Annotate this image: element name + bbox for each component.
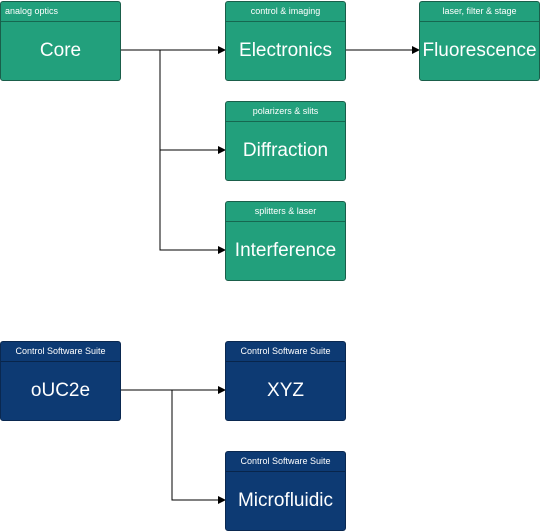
- edge-core-interference: [159, 150, 226, 254]
- node-fluorescence[interactable]: laser, filter & stage Fluorescence: [419, 1, 540, 81]
- node-ouc2e-header: Control Software Suite: [1, 342, 120, 362]
- node-diffraction-title: Diffraction: [242, 140, 329, 161]
- edge-core-diffraction: [159, 50, 226, 154]
- node-core[interactable]: analog optics Core: [0, 1, 121, 81]
- node-diffraction[interactable]: polarizers & slits Diffraction: [225, 101, 346, 181]
- edge-ouc2e-microfluidic: [171, 390, 226, 504]
- node-core-header: analog optics: [1, 2, 120, 22]
- node-fluorescence-title: Fluorescence: [422, 40, 537, 61]
- node-xyz-header: Control Software Suite: [226, 342, 345, 362]
- node-interference[interactable]: splitters & laser Interference: [225, 201, 346, 281]
- node-microfluidic-title: Microfluidic: [237, 490, 334, 511]
- node-xyz-title: XYZ: [267, 380, 304, 401]
- node-ouc2e-title: oUC2e: [30, 380, 91, 401]
- node-ouc2e[interactable]: Control Software Suite oUC2e: [0, 341, 121, 421]
- node-electronics[interactable]: control & imaging Electronics: [225, 1, 346, 81]
- node-electronics-header: control & imaging: [226, 2, 345, 22]
- node-interference-header: splitters & laser: [226, 202, 345, 222]
- node-interference-title: Interference: [234, 240, 337, 261]
- node-electronics-title: Electronics: [239, 40, 332, 61]
- node-microfluidic-header: Control Software Suite: [226, 452, 345, 472]
- node-core-title: Core: [39, 40, 82, 61]
- node-xyz[interactable]: Control Software Suite XYZ: [225, 341, 346, 421]
- node-microfluidic[interactable]: Control Software Suite Microfluidic: [225, 451, 346, 531]
- node-diffraction-header: polarizers & slits: [226, 102, 345, 122]
- node-fluorescence-header: laser, filter & stage: [420, 2, 539, 22]
